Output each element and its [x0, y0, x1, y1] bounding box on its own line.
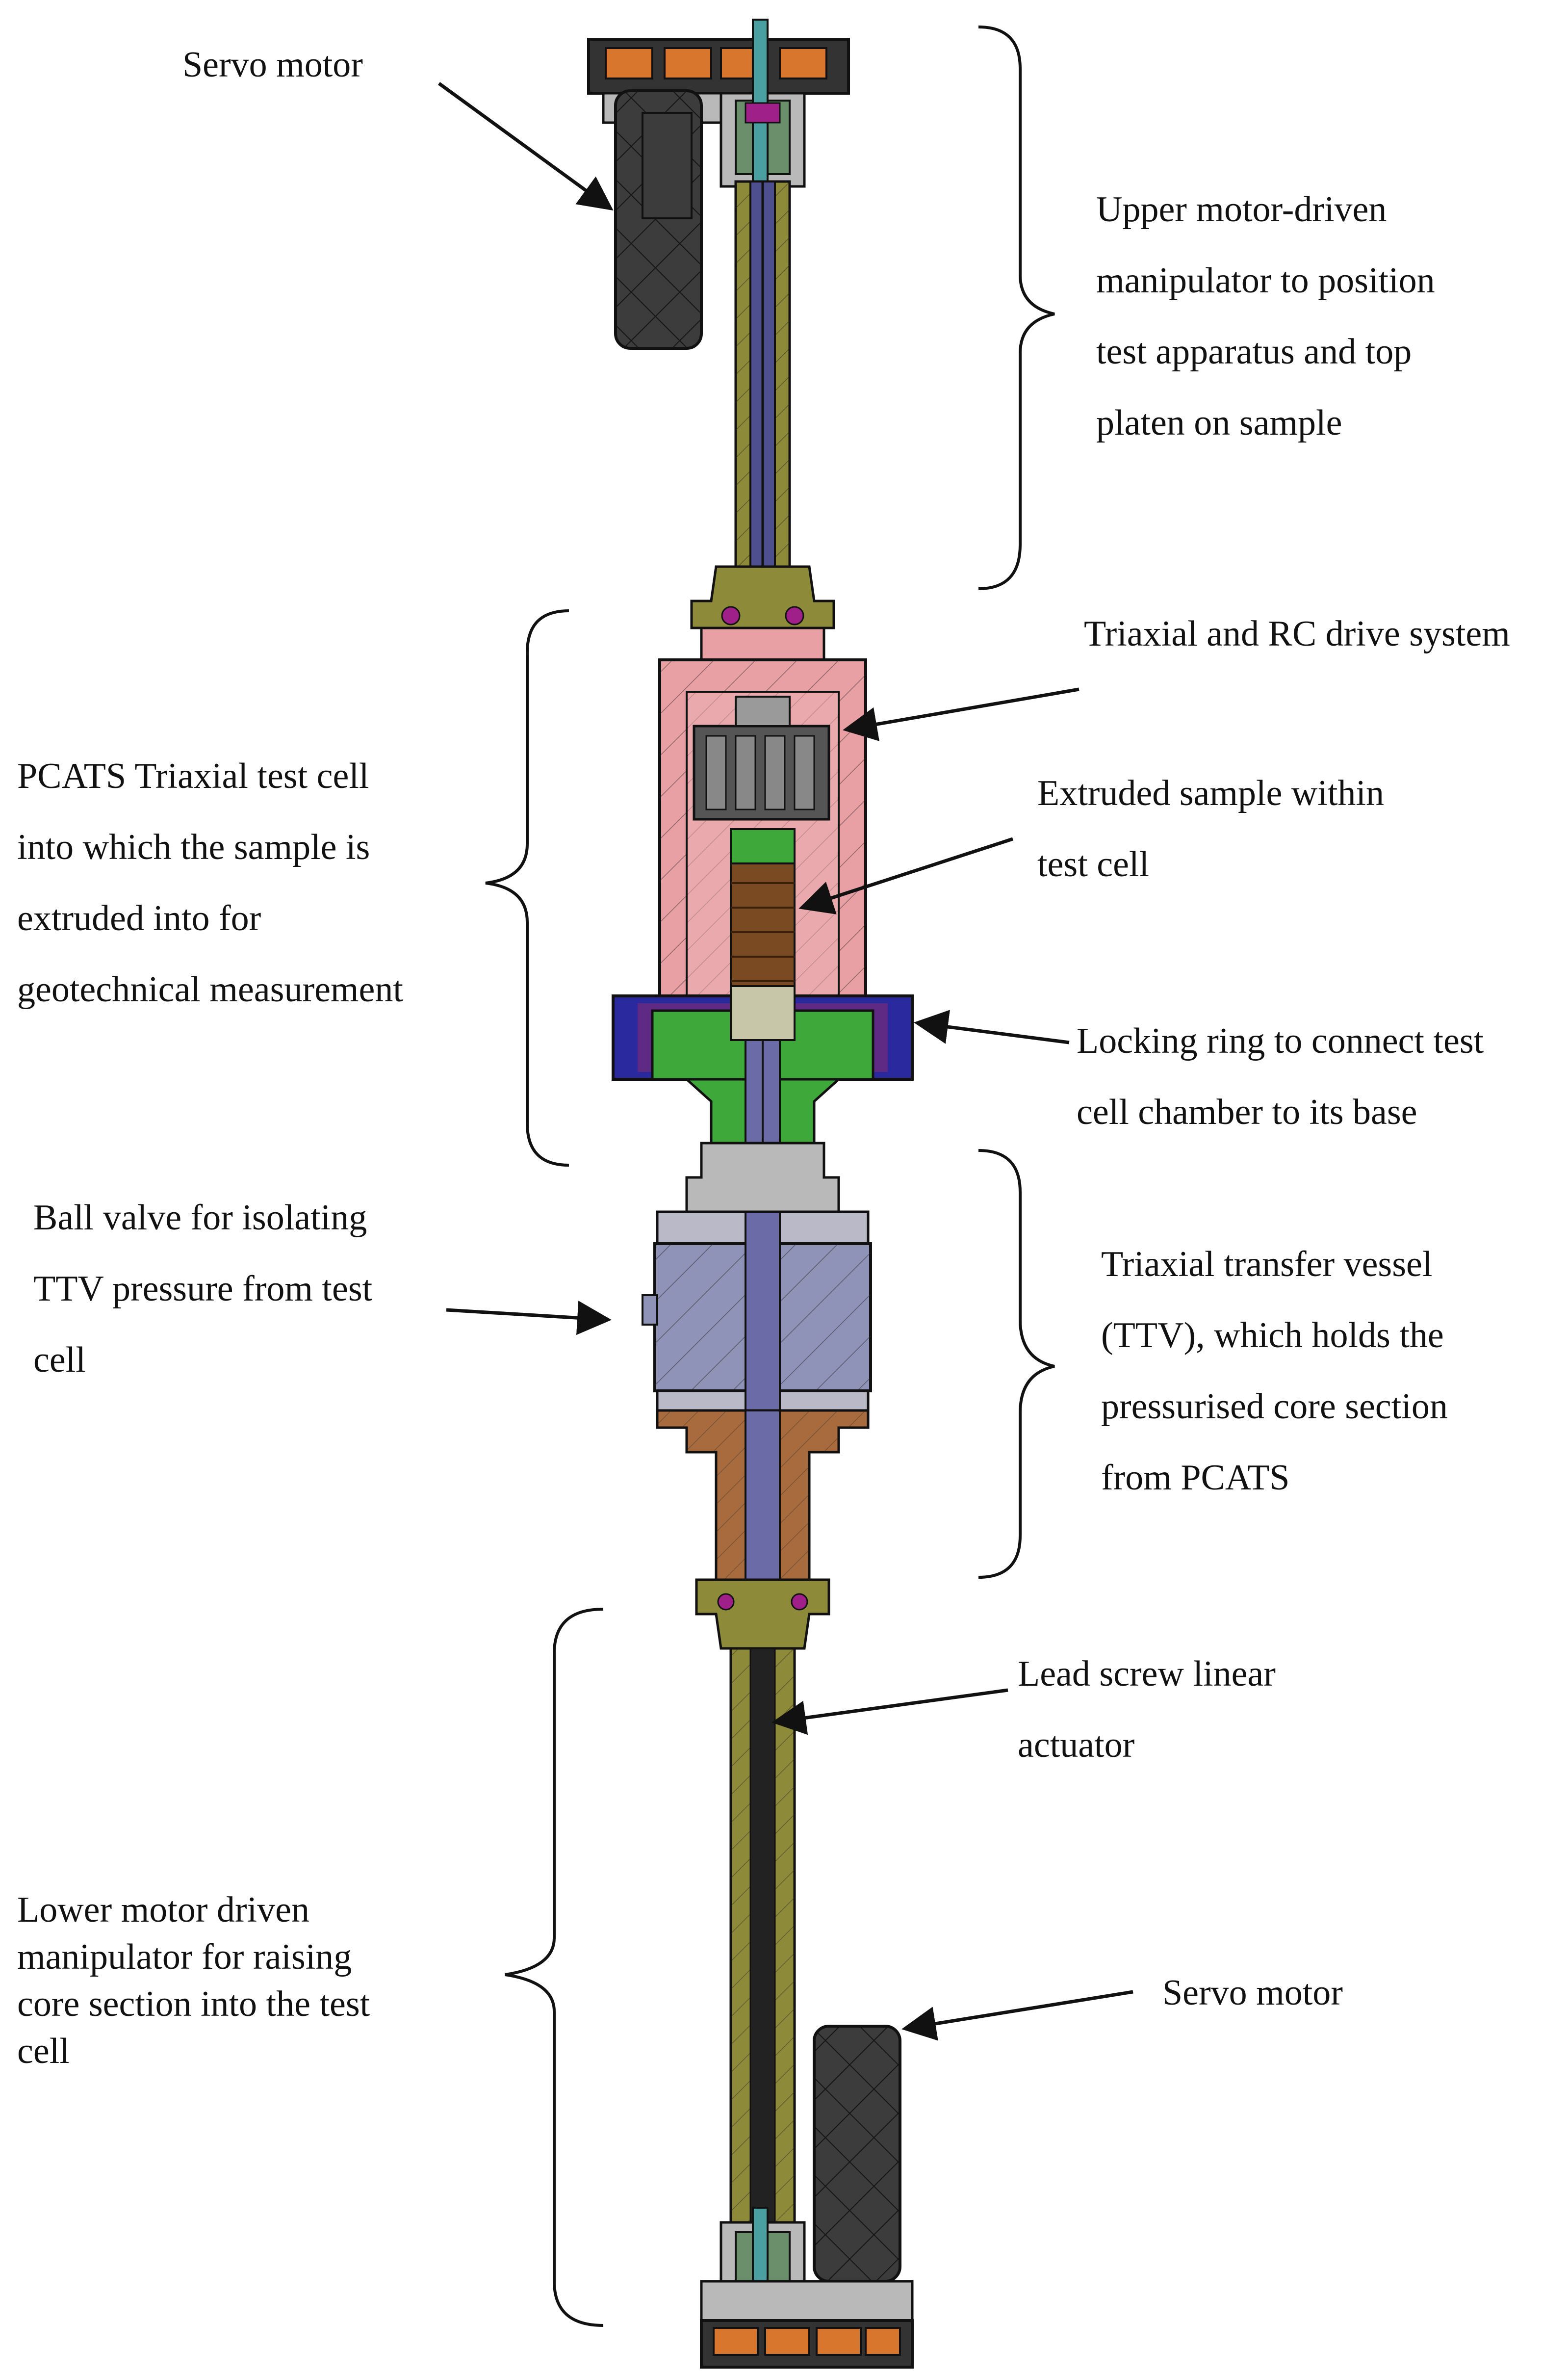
label-line: test apparatus and top [1096, 332, 1412, 372]
label-upper-manipulator: Upper motor-driven manipulator to positio… [1096, 174, 1435, 459]
lead-screw-shaft [729, 1647, 796, 2229]
label-line: cell [33, 1340, 86, 1380]
brace-ttv [978, 1149, 1055, 1579]
ttv-ball-valve-body [642, 1210, 872, 1419]
label-extruded-sample: Extruded sample within test cell [1037, 758, 1384, 900]
label-line: TTV pressure from test [33, 1269, 373, 1309]
label-line: geotechnical measurement [17, 969, 403, 1010]
label-line: cell [17, 2031, 70, 2071]
label-lower-manipulator: Lower motor driven manipulator for raisin… [17, 1886, 370, 2075]
label-line: Upper motor-driven [1096, 189, 1387, 230]
label-line: Locking ring to connect test [1077, 1021, 1484, 1061]
arrow-servo-bottom [901, 1990, 1133, 2041]
arrow-lead-screw [771, 1688, 1008, 1735]
label-lead-screw: Lead screw linear actuator [1018, 1639, 1276, 1781]
label-ttv: Triaxial transfer vessel (TTV), which hol… [1101, 1229, 1448, 1513]
upper-neck [690, 565, 835, 661]
label-line: Lower motor driven [17, 1890, 309, 1930]
arrow-ball-valve [446, 1301, 612, 1335]
brace-lower-manipulator [505, 1608, 604, 2327]
ttv-lower-vessel [656, 1409, 870, 1581]
label-line: manipulator for raising [17, 1937, 352, 1977]
label-line: Triaxial and RC drive system [1084, 614, 1510, 654]
label-line: actuator [1018, 1725, 1135, 1765]
label-line: core section into the test [17, 1984, 370, 2024]
label-line: Ball valve for isolating [33, 1198, 367, 1238]
ttv-collar [685, 1142, 840, 1213]
arrow-locking-ring [914, 1010, 1070, 1044]
label-line: Servo motor [1162, 1973, 1343, 2013]
label-line: Triaxial transfer vessel [1101, 1244, 1433, 1284]
label-line: cell chamber to its base [1077, 1092, 1417, 1132]
leader-arrows [437, 82, 1133, 2041]
servo-motor-top [614, 89, 703, 350]
label-pcats-cell: PCATS Triaxial test cell into which the s… [17, 741, 403, 1025]
label-servo-motor-top: Servo motor [182, 29, 363, 101]
label-line: (TTV), which holds the [1101, 1315, 1444, 1356]
upper-shaft [734, 180, 791, 575]
label-line: PCATS Triaxial test cell [17, 756, 369, 796]
label-line: platen on sample [1096, 403, 1342, 443]
servo-motor-bottom [813, 2025, 901, 2283]
arrow-drive-system [843, 687, 1080, 741]
label-line: pressurised core section [1101, 1386, 1448, 1427]
label-line: manipulator to position [1096, 261, 1435, 301]
apparatus-drawing [587, 19, 914, 2369]
label-line: from PCATS [1101, 1458, 1290, 1498]
label-servo-motor-bottom: Servo motor [1162, 1957, 1343, 2029]
lower-neck [695, 1578, 830, 1650]
label-line: Servo motor [182, 45, 363, 85]
label-drive-system: Triaxial and RC drive system [1084, 599, 1510, 670]
brace-upper-manipulator [978, 26, 1055, 590]
label-line: Lead screw linear [1018, 1654, 1276, 1694]
label-locking-ring: Locking ring to connect test cell chamber… [1077, 1006, 1484, 1148]
label-line: extruded into for [17, 898, 261, 939]
arrow-extruded-sample [798, 837, 1014, 914]
bottom-head-assembly [700, 2207, 914, 2369]
label-line: into which the sample is [17, 827, 370, 867]
label-line: test cell [1037, 844, 1150, 885]
brace-pcats-cell [485, 609, 569, 1167]
braces [485, 26, 1055, 2327]
label-line: Extruded sample within [1037, 773, 1384, 813]
triaxial-test-cell [658, 658, 867, 1010]
arrow-servo-top [437, 82, 614, 211]
